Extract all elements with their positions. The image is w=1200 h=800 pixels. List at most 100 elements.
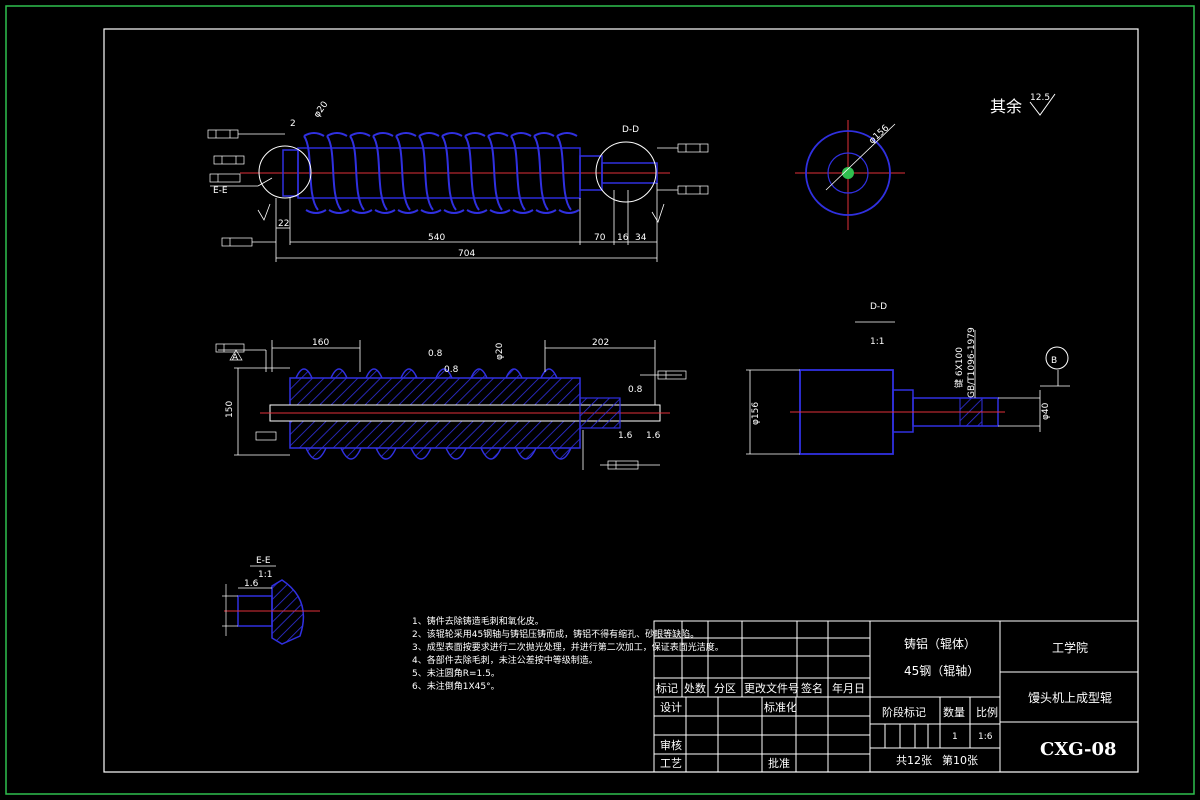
section-bump-top — [505, 368, 523, 379]
dim-150: 150 — [225, 401, 235, 418]
dim-phi20-mid: φ20 — [495, 342, 505, 360]
flight-crest-bottom — [443, 209, 465, 214]
screw-flight — [303, 135, 319, 211]
flight-crest-top — [510, 132, 532, 137]
section-dimension-lines — [218, 340, 682, 470]
outer-frame — [5, 5, 1195, 795]
label-design: 设计 — [660, 701, 682, 714]
value-quantity: 1 — [952, 732, 958, 742]
screw-flight — [372, 135, 388, 211]
section-bump-top — [400, 368, 418, 379]
section-bump-top — [470, 368, 488, 379]
section-tolerance-frames — [215, 343, 687, 470]
section-bump-bottom — [340, 447, 362, 460]
dim-22: 22 — [278, 219, 289, 229]
screw-flight — [349, 135, 365, 211]
dim-34: 34 — [635, 233, 647, 243]
dim-phi-top: φ20 — [312, 100, 330, 120]
label-quantity: 数量 — [943, 706, 965, 719]
total-sheets: 共12张 — [896, 754, 932, 767]
shaft-detail-view: D-D 1:1 φ156 键 6X100 GB/T1096-1979 φ40 B — [746, 302, 1070, 455]
flight-crest-top — [533, 132, 555, 137]
flight-crest-bottom — [512, 209, 534, 214]
sheet-number: 第10张 — [942, 753, 978, 767]
section-bump-top — [365, 368, 383, 379]
datum-b-circle — [1045, 346, 1069, 370]
material-line-2: 45钢（辊轴） — [904, 663, 979, 678]
end-view: φ156 — [795, 120, 905, 230]
company-name: 工学院 — [1052, 640, 1088, 655]
dim-202: 202 — [592, 338, 609, 348]
section-bump-bottom — [515, 447, 537, 460]
header-zone: 分区 — [714, 682, 736, 695]
flight-crest-top — [487, 132, 509, 137]
ee-scale: 1:1 — [258, 570, 272, 580]
dd-scale: 1:1 — [870, 337, 884, 347]
title-block-grid — [653, 620, 1139, 773]
value-scale: 1:6 — [978, 732, 993, 742]
small-section-view: E-E 1:1 1.6 — [222, 556, 320, 645]
label-approve: 批准 — [768, 756, 790, 770]
section-bump-bottom — [375, 447, 397, 460]
ee-flight — [271, 579, 305, 645]
drawing-number: CXG-08 — [1040, 739, 1117, 760]
dim-70: 70 — [594, 233, 606, 243]
top-tolerance-frames — [207, 129, 709, 247]
section-bump-bottom — [480, 447, 502, 460]
flight-crest-top — [303, 132, 325, 137]
key-standard: GB/T1096-1979 — [967, 327, 977, 398]
dim-phi156: φ156 — [867, 123, 891, 146]
ee-title: E-E — [256, 556, 271, 566]
top-dimension-lines — [210, 177, 658, 262]
flight-crest-bottom — [305, 209, 327, 214]
dim-704: 704 — [458, 249, 475, 259]
label-scale: 比例 — [976, 705, 998, 719]
flight-crest-top — [326, 132, 348, 137]
header-mark: 标记 — [656, 681, 678, 695]
dd-dimension-lines — [746, 330, 1070, 455]
header-sign: 签名 — [801, 681, 823, 695]
dd-title: D-D — [870, 302, 887, 312]
flight-crest-bottom — [466, 209, 488, 214]
ee-dimension-lines — [222, 584, 272, 636]
end-view-hub — [842, 167, 854, 179]
flight-crest-bottom — [374, 209, 396, 214]
dim-2: 2 — [290, 119, 296, 129]
header-date: 年月日 — [832, 681, 865, 695]
header-count: 处数 — [684, 682, 706, 695]
section-step — [579, 397, 621, 429]
dd-step — [892, 389, 914, 433]
flight-crest-top — [349, 132, 371, 137]
end-view-outer-circle — [805, 130, 891, 216]
section-bump-bottom — [550, 447, 572, 460]
section-bump-top — [435, 368, 453, 379]
screw-flight — [326, 135, 342, 211]
screw-flights — [303, 132, 580, 214]
end-view-leader — [825, 123, 896, 191]
surface-note: 其余 — [990, 97, 1022, 116]
flight-crest-bottom — [558, 209, 580, 214]
left-flange — [282, 149, 299, 197]
flight-crest-top — [556, 132, 578, 137]
section-view: 160 202 150 0.8 0.8 0.8 1.6 1.6 φ20 A — [215, 338, 687, 470]
flight-crest-bottom — [328, 209, 350, 214]
roughness-08-c: 0.8 — [628, 385, 643, 395]
roughness-symbol-icon — [1029, 93, 1056, 116]
screw-flight — [464, 135, 480, 211]
screw-flight — [487, 135, 503, 211]
label-standardize: 标准化 — [764, 700, 797, 714]
note-4: 4、各部件去除毛刺，未注公差按中等级制造。 — [412, 654, 598, 666]
label-review: 审核 — [660, 738, 682, 752]
inner-frame — [103, 28, 1139, 773]
flight-crest-top — [464, 132, 486, 137]
flight-crest-top — [372, 132, 394, 137]
dim-160: 160 — [312, 338, 329, 348]
section-bump-top — [295, 368, 313, 379]
detail-circle-d — [595, 141, 657, 203]
header-change-doc: 更改文件号 — [744, 681, 799, 695]
screw-flight — [510, 135, 526, 211]
dim-16: 16 — [617, 233, 629, 243]
flight-crest-bottom — [489, 209, 511, 214]
key-spec: 键 6X100 — [953, 347, 965, 388]
